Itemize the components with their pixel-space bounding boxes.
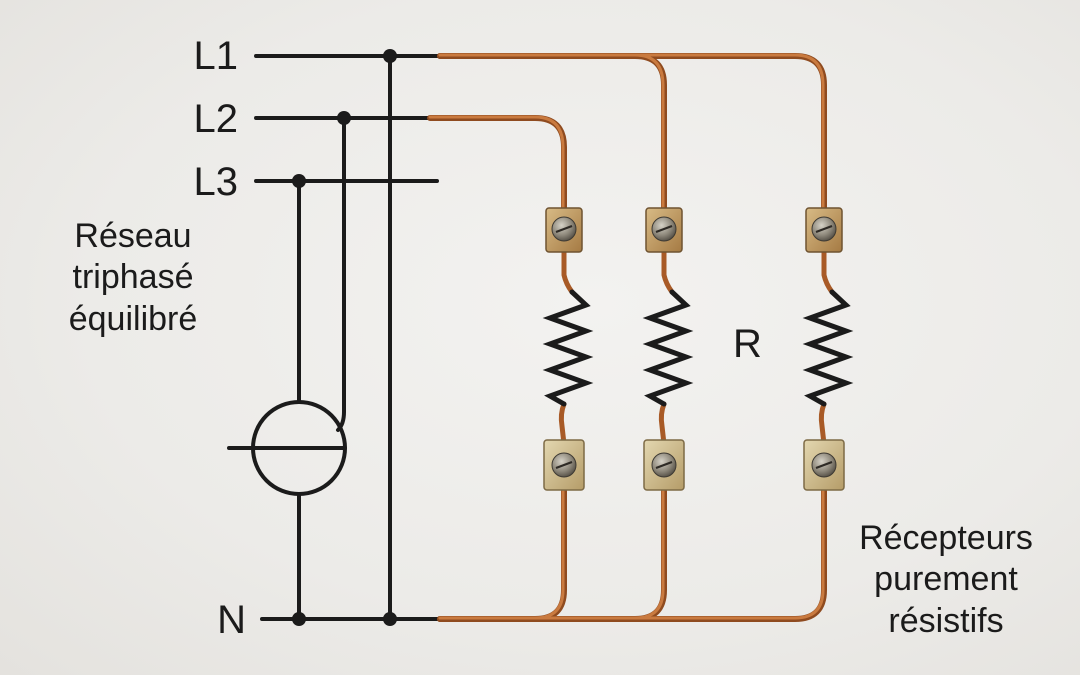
receivers-line: purement xyxy=(874,560,1018,599)
top-terminals xyxy=(545,207,843,253)
copper-wire-n-mid xyxy=(437,485,667,622)
network-description: Réseau triphasé équilibré xyxy=(48,216,218,340)
network-line: triphasé xyxy=(72,258,194,297)
copper-wires xyxy=(427,53,835,622)
junction-dot xyxy=(292,612,306,626)
screw-terminal-icon xyxy=(543,439,585,491)
zigzag-resistor-icon xyxy=(802,289,854,407)
lead-bot-2 xyxy=(658,401,667,447)
resistors xyxy=(542,289,854,407)
network-line: Réseau xyxy=(74,217,192,255)
screw-terminal-icon xyxy=(645,207,683,253)
junction-dot xyxy=(337,111,351,125)
copper-wire-l1-mid xyxy=(437,53,667,213)
zigzag-resistor-icon xyxy=(542,289,594,407)
receivers-description: Récepteurs purement résistifs xyxy=(838,518,1054,642)
junction-dot xyxy=(383,612,397,626)
receivers-line: résistifs xyxy=(888,601,1004,640)
lead-bot-3 xyxy=(818,401,827,447)
copper-wire-n-right xyxy=(437,485,827,622)
junction-dot xyxy=(383,49,397,63)
label-l2: L2 xyxy=(193,97,239,141)
label-l3: L3 xyxy=(193,160,239,204)
screw-terminal-icon xyxy=(805,207,843,253)
screw-terminal-icon xyxy=(803,439,845,491)
bottom-terminals xyxy=(543,439,845,491)
copper-wire-n-left xyxy=(437,485,567,622)
lead-bot-1 xyxy=(558,401,567,447)
screw-terminal-icon xyxy=(545,207,583,253)
receivers-line: Récepteurs xyxy=(859,519,1033,557)
screw-terminal-icon xyxy=(643,439,685,491)
label-l1: L1 xyxy=(193,34,239,78)
lead-top-1 xyxy=(561,249,575,295)
junction-dot xyxy=(292,174,306,188)
copper-wire-l2-left xyxy=(427,115,567,213)
junction-dots xyxy=(292,49,397,626)
lead-top-3 xyxy=(821,249,835,295)
vertical-l2 xyxy=(336,116,346,432)
network-lines xyxy=(227,54,457,621)
label-resistor: R xyxy=(733,322,762,366)
lead-top-2 xyxy=(661,249,675,295)
zigzag-resistor-icon xyxy=(642,289,694,407)
label-neutral: N xyxy=(217,598,246,642)
copper-wire-l1-right xyxy=(437,53,827,213)
network-line: équilibré xyxy=(68,299,198,338)
